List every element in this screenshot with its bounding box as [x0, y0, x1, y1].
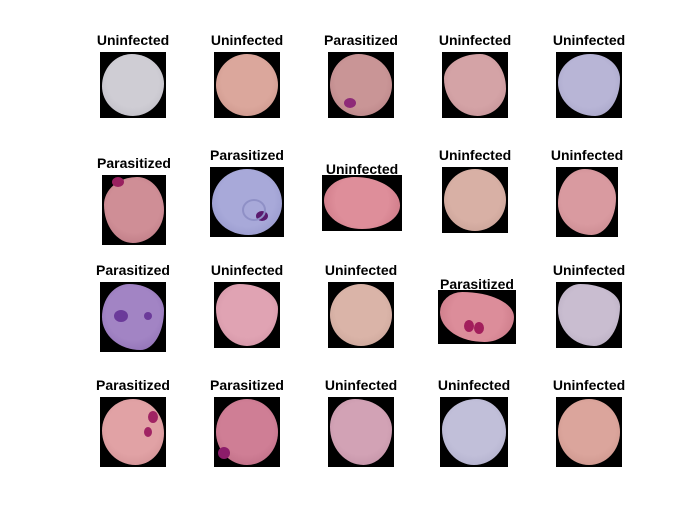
tile-title: Uninfected [96, 32, 170, 48]
parasite-spot [112, 177, 124, 187]
tile-title: Uninfected [438, 32, 512, 48]
tile-title: Uninfected [552, 262, 626, 278]
blood-cell [444, 54, 506, 116]
cell-image [214, 397, 280, 467]
blood-cell [102, 284, 164, 350]
tile-title: Parasitized [96, 377, 170, 393]
cell-image [440, 397, 508, 467]
blood-cell [104, 177, 164, 243]
cell-image [214, 52, 280, 118]
blood-cell [102, 399, 164, 465]
parasite-spot [474, 322, 484, 334]
cell-image [102, 175, 166, 245]
tile-title: Uninfected [324, 377, 398, 393]
parasite-spot [144, 427, 152, 437]
tile-title: Parasitized [97, 155, 171, 171]
blood-cell [216, 54, 278, 116]
cell-image [328, 282, 394, 348]
parasite-spot [344, 98, 356, 108]
tile-title: Uninfected [210, 32, 284, 48]
tile-title: Uninfected [437, 377, 511, 393]
cell-image [442, 167, 508, 233]
tile-title: Parasitized [96, 262, 170, 278]
cell-image [442, 52, 508, 118]
tile-title: Uninfected [438, 147, 512, 163]
tile-title: Uninfected [324, 262, 398, 278]
cell-image [214, 282, 280, 348]
cell-image [210, 167, 284, 237]
tile-title: Uninfected [550, 147, 624, 163]
blood-cell [558, 284, 620, 346]
blood-cell [444, 169, 506, 231]
blood-cell [442, 399, 506, 465]
parasite-spot [144, 312, 152, 320]
tile-title: Uninfected [210, 262, 284, 278]
tile-title: Parasitized [440, 276, 514, 292]
cell-image [328, 397, 394, 467]
blood-cell [330, 54, 392, 116]
cell-image [100, 282, 166, 352]
parasite-ring [242, 199, 266, 221]
blood-cell [558, 169, 616, 235]
blood-cell [558, 54, 620, 116]
cell-image [556, 397, 622, 467]
blood-cell [558, 399, 620, 465]
blood-cell [440, 292, 514, 342]
tile-title: Uninfected [552, 32, 626, 48]
blood-cell [102, 54, 164, 116]
cell-image [556, 167, 618, 237]
cell-image [556, 52, 622, 118]
tile-title: Parasitized [324, 32, 398, 48]
blood-cell [216, 284, 278, 346]
cell-image [100, 52, 166, 118]
parasite-spot [148, 411, 158, 423]
parasite-spot [114, 310, 128, 322]
parasite-spot [218, 447, 230, 459]
blood-cell [330, 284, 392, 346]
tile-title: Uninfected [325, 161, 399, 177]
tile-title: Parasitized [210, 147, 284, 163]
parasite-spot [464, 320, 474, 332]
tile-title: Parasitized [210, 377, 284, 393]
tile-title: Uninfected [552, 377, 626, 393]
cell-image [322, 175, 402, 231]
cell-image [100, 397, 166, 467]
blood-cell [324, 177, 400, 229]
blood-cell [330, 399, 392, 465]
cell-image [328, 52, 394, 118]
cell-image [438, 290, 516, 344]
cell-image [556, 282, 622, 348]
